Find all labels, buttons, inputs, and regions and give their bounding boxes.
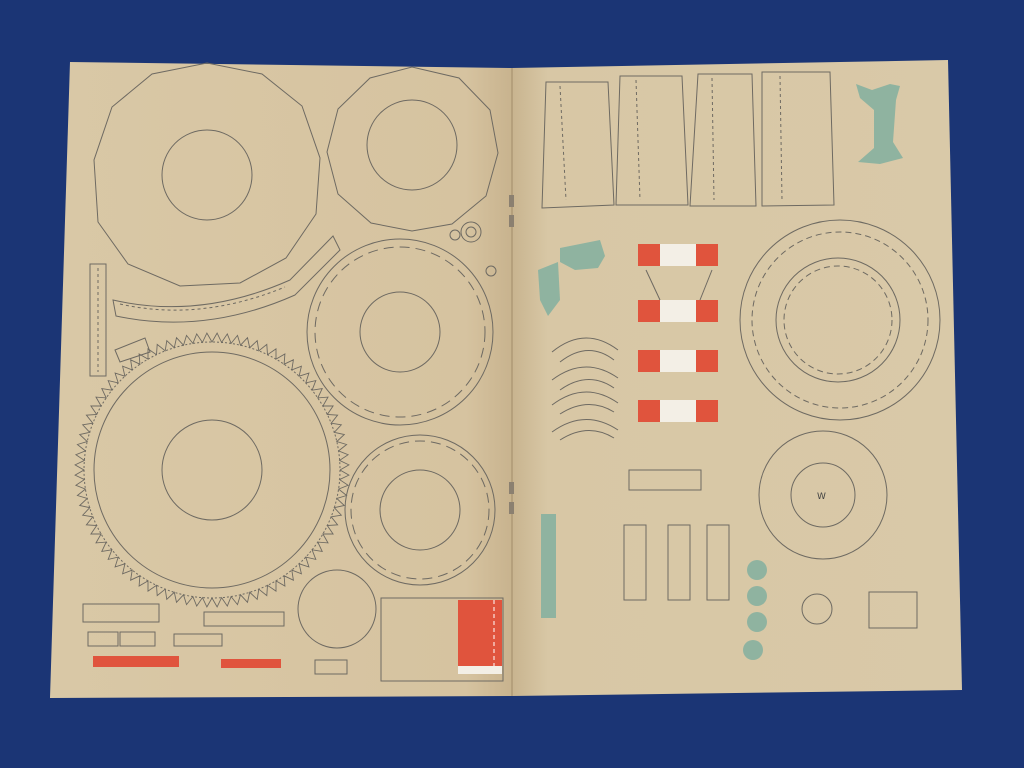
part-disc-large-top <box>93 62 321 287</box>
part-boot <box>856 84 903 164</box>
center-letter: W <box>817 492 826 502</box>
part-ring-small <box>775 257 901 383</box>
right-red-labels <box>638 244 718 422</box>
gear-teeth <box>74 332 350 608</box>
part-ring-large <box>739 219 941 421</box>
left-red-parts <box>93 600 502 674</box>
part-disc-small-bottom <box>297 569 377 649</box>
left-page <box>50 62 512 698</box>
part-cross-piece <box>560 240 605 270</box>
right-green-parts <box>538 84 903 660</box>
staples <box>509 195 514 514</box>
part-box-net-3 <box>689 73 757 207</box>
right-page-parts <box>541 71 941 629</box>
part-green-strip <box>541 514 556 618</box>
part-vertical-strip <box>89 263 107 377</box>
part-box-panel <box>380 597 504 682</box>
part-disc-2c <box>344 434 496 586</box>
part-box-net-2 <box>615 75 689 206</box>
gear-tooth-outline <box>74 332 350 608</box>
part-disc-top-middle <box>326 66 499 232</box>
part-disc-2e <box>306 238 494 426</box>
part-gear-strip <box>112 235 341 323</box>
part-box-net-1 <box>541 81 615 209</box>
part-disc-w <box>758 430 888 560</box>
part-box-net-4 <box>761 71 835 207</box>
